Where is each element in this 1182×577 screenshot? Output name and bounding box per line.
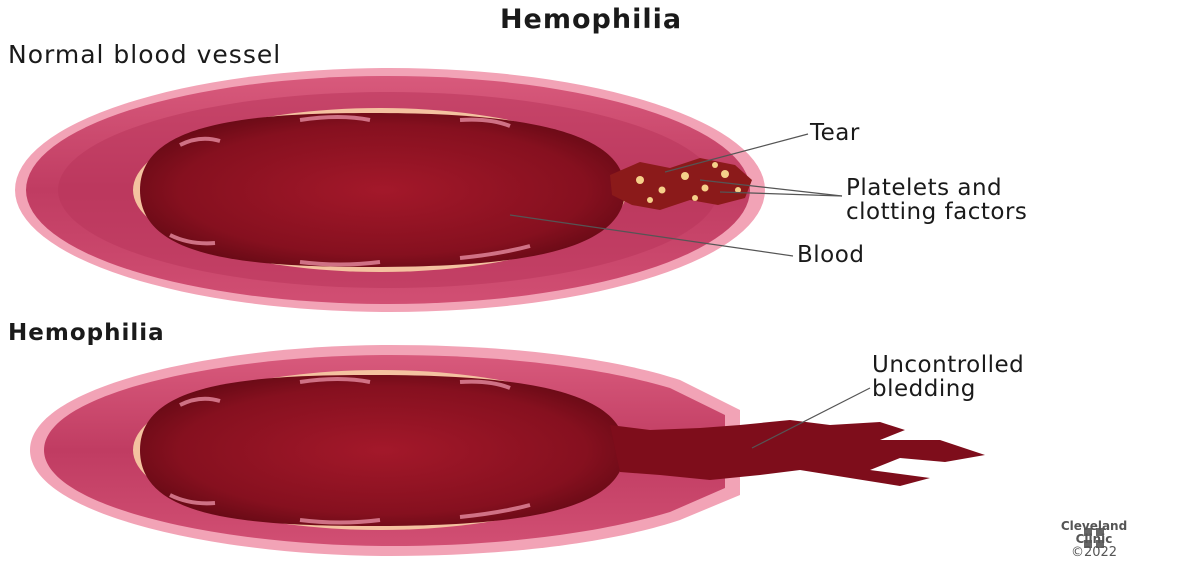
callout-bleeding: Uncontrolled bledding <box>872 353 1024 401</box>
callout-platelets-line1: Platelets and <box>846 176 1027 200</box>
normal-blood-vessel <box>15 68 842 312</box>
hemophilia-blood-vessel <box>30 345 985 556</box>
panel-heading-hemophilia: Hemophilia <box>8 320 165 346</box>
callout-platelets: Platelets and clotting factors <box>846 176 1027 224</box>
logo-copyright: ©2022 <box>1030 546 1158 559</box>
callout-blood: Blood <box>797 243 864 267</box>
callout-bleeding-line1: Uncontrolled <box>872 353 1024 377</box>
panel-heading-normal: Normal blood vessel <box>8 40 281 69</box>
callout-platelets-line2: clotting factors <box>846 200 1027 224</box>
callout-tear: Tear <box>810 121 860 145</box>
diagram-title: Hemophilia <box>0 4 1182 35</box>
cleveland-clinic-logo: Cleveland Clinic ©2022 <box>1030 520 1158 559</box>
callout-bleeding-line2: bledding <box>872 377 1024 401</box>
